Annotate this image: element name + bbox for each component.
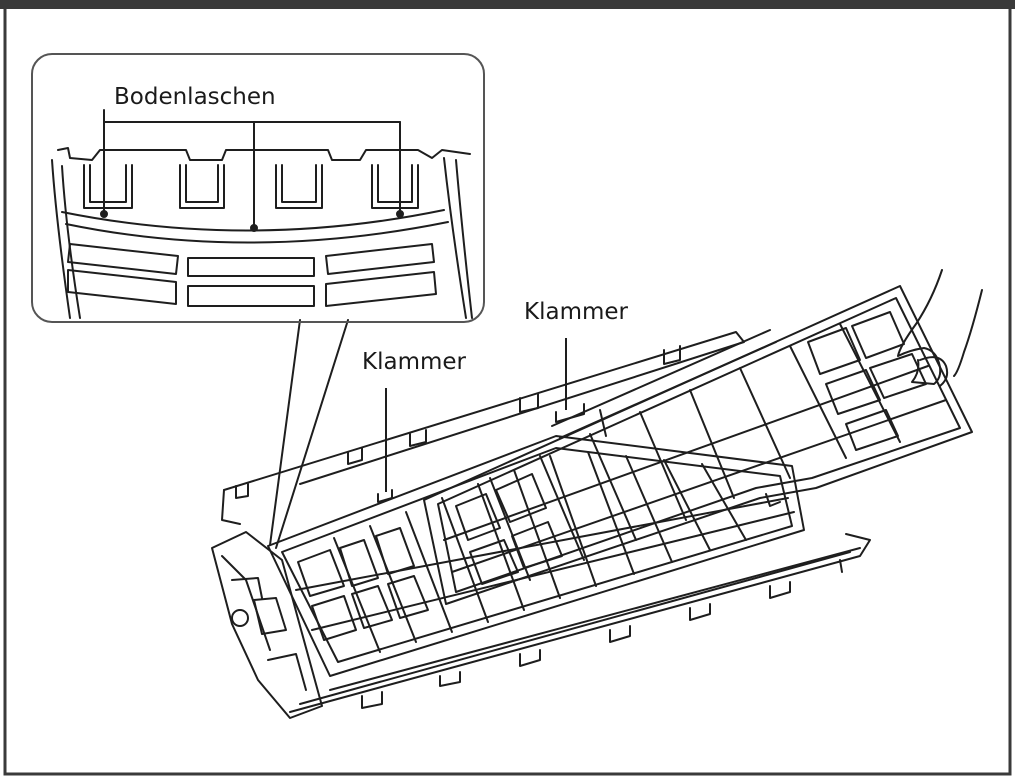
end-cap (211, 531, 323, 719)
filter-upper-frame (423, 285, 973, 605)
end-cap-knob (231, 609, 249, 627)
filter-lower-frame (267, 435, 805, 677)
clip-upper (555, 403, 585, 423)
indoor-unit (211, 269, 983, 719)
mesh-cell (187, 285, 315, 307)
filter-top-edge (57, 147, 471, 161)
unit-housing-top (223, 331, 745, 491)
tab-1 (83, 164, 133, 209)
mesh-cell (187, 257, 315, 277)
clip-leaders (385, 338, 567, 492)
label-clip-lower: Klammer (362, 349, 466, 375)
callout-pointer-right (275, 319, 349, 549)
mesh-cell (325, 271, 437, 307)
label-clip-upper: Klammer (524, 299, 628, 325)
mesh-cell (325, 243, 435, 275)
callout-pointer-left (269, 319, 301, 546)
unit-housing-back (221, 489, 241, 525)
callout-detail (31, 53, 485, 549)
label-bottom-tabs: Bodenlaschen (114, 84, 276, 110)
tab-2 (179, 164, 225, 209)
hand (897, 269, 943, 385)
tab-3 (275, 164, 323, 209)
outer-border (3, 3, 1012, 776)
unit-housing-front (329, 547, 861, 691)
callout-box (31, 53, 485, 323)
tab-4 (371, 164, 419, 209)
mesh-cell (67, 243, 179, 275)
mesh-cell (67, 269, 177, 305)
unit-housing-bottom (289, 533, 871, 713)
clip-lower (377, 489, 393, 503)
